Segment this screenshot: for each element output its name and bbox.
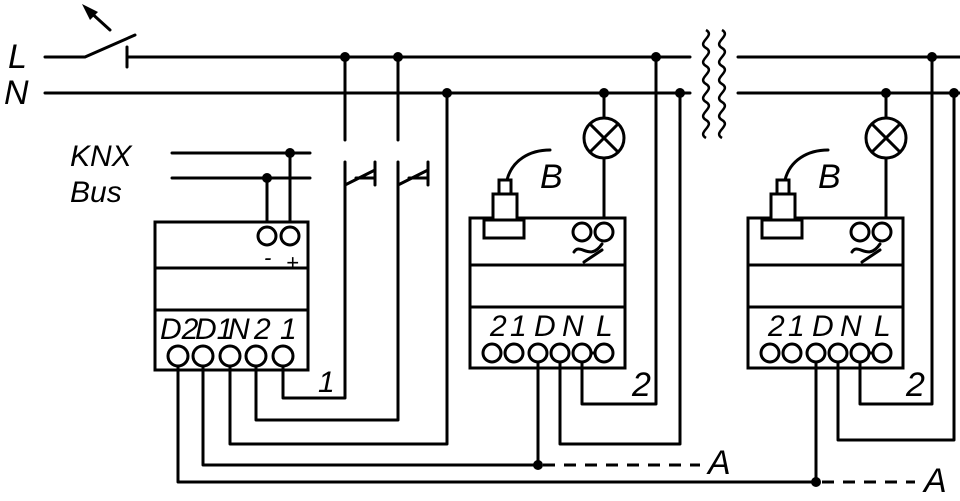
wire-n — [228, 91, 449, 446]
wire-label-2b: 2 — [905, 366, 925, 404]
sensor-cable-2 — [783, 148, 830, 182]
neutral-label: N — [4, 74, 29, 112]
wire-label-1: 1 — [318, 366, 335, 399]
dimmer2-terminal-1: 1 — [788, 310, 805, 343]
wire-2 — [254, 183, 400, 422]
switch-contacts — [340, 52, 430, 187]
wire-2-dimmer2 — [858, 55, 934, 406]
dimmer2-terminal-l: L — [874, 310, 891, 343]
dimmer2-terminal-d: D — [812, 310, 834, 343]
wire-2-dimmer1 — [580, 55, 658, 406]
bus-label-bus: Bus — [70, 176, 122, 209]
sensor-cable-1 — [505, 148, 552, 182]
dimmer1-terminal-d: D — [534, 310, 556, 343]
wire-d1 — [201, 364, 540, 467]
lamp-icon-2 — [864, 88, 908, 220]
polarity-plus: + — [286, 250, 299, 275]
dimmer1-terminal-n: N — [562, 310, 584, 343]
actuator-terminal-2: 2 — [253, 313, 271, 346]
lamp-icon-1 — [582, 88, 626, 220]
dimmer2-terminal-n: N — [840, 310, 862, 343]
wire-n-dimmer1 — [558, 91, 682, 446]
dimmer1-terminal-2: 2 — [489, 310, 507, 343]
line-break-icon — [701, 28, 727, 140]
dimmer1-terminal-l: L — [596, 310, 613, 343]
sensor-label-b1: B — [540, 158, 563, 196]
wire-1 — [281, 183, 347, 400]
polarity-minus: - — [264, 245, 271, 270]
dimmer-2: 2 1 D N L — [746, 178, 905, 370]
knx-actuator: - + D2 D1 N 2 1 — [153, 220, 310, 372]
dimmer1-terminal-1: 1 — [510, 310, 527, 343]
wire-label-2a: 2 — [631, 366, 651, 404]
dimmer2-terminal-2: 2 — [767, 310, 785, 343]
actuator-terminal-d2: D2 — [160, 313, 199, 346]
bus-label-knx: KNX — [70, 140, 133, 173]
wire-n-dimmer2 — [836, 91, 956, 442]
wire-d2 — [176, 364, 820, 484]
sensor-label-b2: B — [818, 158, 841, 196]
actuator-terminal-1: 1 — [280, 313, 297, 346]
actuator-terminal-n: N — [228, 313, 250, 346]
wire-label-a2: A — [922, 462, 947, 500]
phase-line — [43, 33, 960, 69]
phase-label: L — [8, 38, 27, 76]
wire-label-a1: A — [706, 444, 731, 482]
actuator-terminal-d1: D1 — [195, 313, 233, 346]
dimmer-1: 2 1 D N L — [468, 178, 627, 370]
main-switch-arrow-icon — [82, 4, 112, 32]
